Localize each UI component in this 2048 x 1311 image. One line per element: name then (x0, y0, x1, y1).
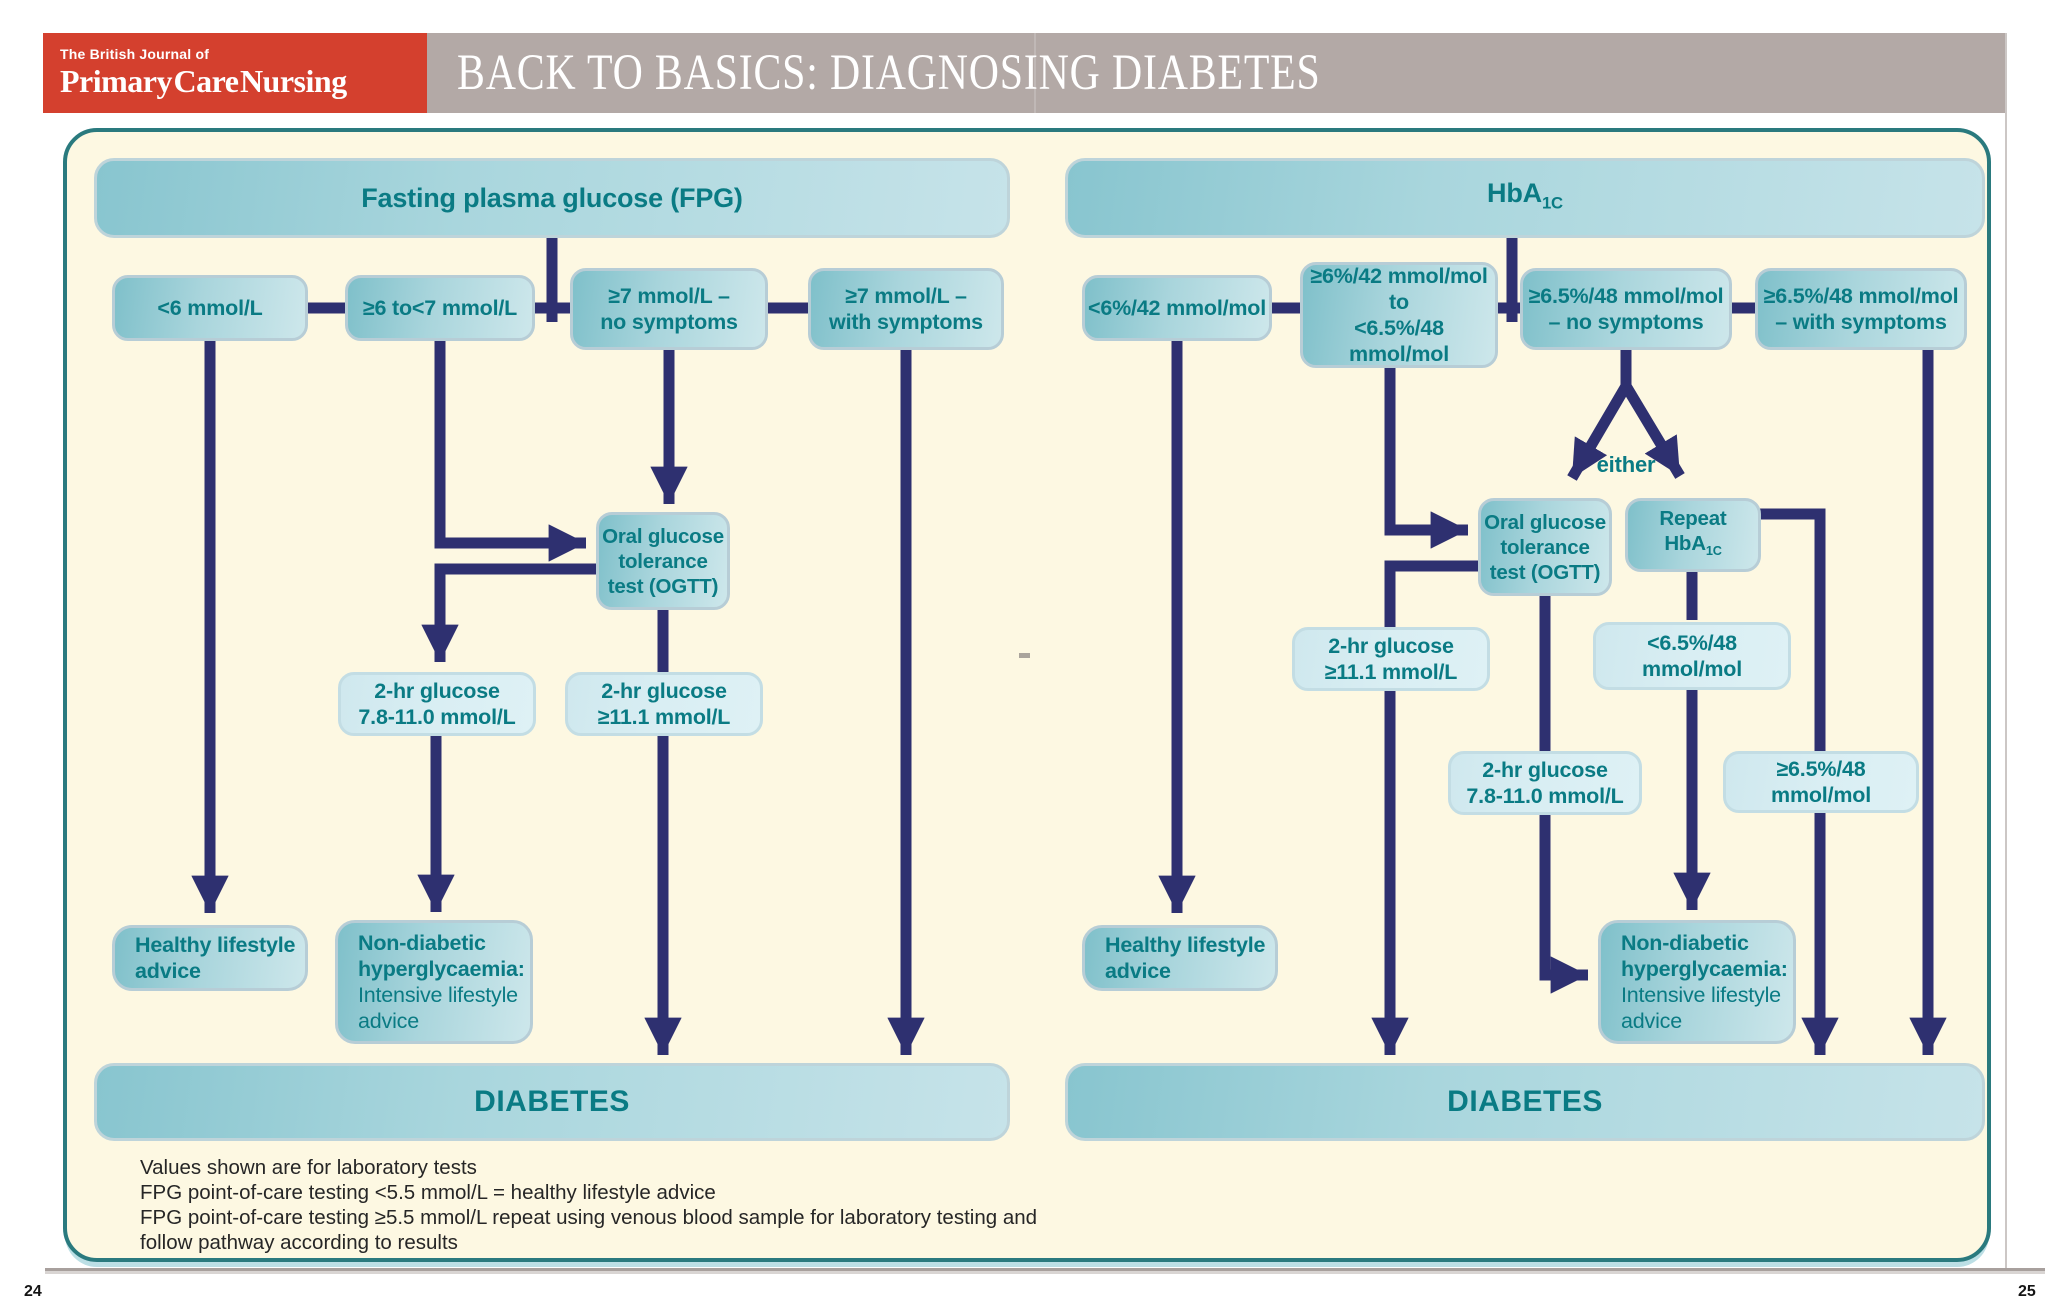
hba1c-non-diabetic-box: Non-diabetic hyperglycaemia: Intensive l… (1598, 920, 1796, 1044)
footnote-line-2: FPG point-of-care testing <5.5 mmol/L = … (140, 1181, 716, 1204)
fpg-over-7-no-symptoms-line2: no symptoms (600, 310, 738, 334)
fpg-2hr-7-8-11-line2: 7.8-11.0 mmol/L (358, 705, 516, 729)
fpg-2hr-7-8-11-line1: 2-hr glucose (374, 679, 500, 703)
hba1c-2hr-over-11-line1: 2-hr glucose (1328, 634, 1454, 658)
article-title: BACK TO BASICS: DIAGNOSING DIABETES (457, 45, 1321, 101)
fpg-6-to-7-label: ≥6 to<7 mmol/L (362, 296, 518, 320)
fpg-over-7-with-symptoms-line2: with symptoms (829, 310, 983, 334)
hba1c-over-6-5-with-symptoms-line1: ≥6.5%/48 mmol/mol (1763, 284, 1959, 308)
hba1c-ogtt-line1: Oral glucose (1484, 510, 1606, 534)
hba1c-under-6-label: <6%/42 mmol/mol (1087, 296, 1267, 320)
hba1c-healthy-line1: Healthy lifestyle (1105, 933, 1266, 957)
footnote-line-4: follow pathway according to results (140, 1231, 458, 1254)
fpg-over-7-no-symptoms-line1: ≥7 mmol/L – (608, 284, 730, 308)
fpg-2hr-over-11-box: 2-hr glucose ≥11.1 mmol/L (565, 672, 763, 736)
either-text: either (1596, 452, 1656, 477)
repeat-hba1c-main: HbA (1664, 532, 1706, 556)
hba1c-ogtt-line3: test (OGTT) (1489, 560, 1601, 584)
fpg-ogtt-line1: Oral glucose (602, 524, 724, 548)
fpg-2hr-over-11-line2: ≥11.1 mmol/L (597, 705, 731, 729)
fpg-under-6-label: <6 mmol/L (157, 296, 263, 320)
page-gutter-seam (1034, 33, 1036, 113)
hba1c-diabetes-bar: DIABETES (1065, 1063, 1985, 1141)
fpg-over-7-with-symptoms-line1: ≥7 mmol/L – (845, 284, 967, 308)
page-number-right: 25 (2018, 1283, 2036, 1300)
hba1c-6-to-6-5-box: ≥6%/42 mmol/mol to <6.5%/48 mmol/mol (1300, 262, 1498, 368)
hba1c-over-6-5-no-symptoms-line2: – no symptoms (1548, 310, 1704, 334)
hba1c-ogtt-box: Oral glucose tolerance test (OGTT) (1478, 498, 1612, 596)
fpg-over-7-no-symptoms-box: ≥7 mmol/L – no symptoms (570, 268, 768, 350)
fpg-healthy-lifestyle-box: Healthy lifestyle advice (112, 925, 308, 991)
hba1c-2hr-over-11-line2: ≥11.1 mmol/L (1324, 660, 1458, 684)
hba1c-2hr-7-8-11-line2: 7.8-11.0 mmol/L (1466, 784, 1624, 808)
footnote-line-3: FPG point-of-care testing ≥5.5 mmol/L re… (140, 1206, 1038, 1229)
hba1c-6-to-6-5-line1: ≥6%/42 mmol/mol (1310, 264, 1488, 288)
journal-tagline: The British Journal of (60, 46, 210, 62)
hba1c-chart-title: HbA1C (1487, 177, 1563, 216)
hba1c-non-diabetic-line2: hyperglycaemia: (1621, 957, 1788, 981)
fpg-2hr-over-11-line1: 2-hr glucose (601, 679, 727, 703)
hba1c-non-diabetic-line4: advice (1621, 1009, 1682, 1033)
hba1c-2hr-over-11-box: 2-hr glucose ≥11.1 mmol/L (1292, 627, 1490, 691)
page-edge-line (2005, 33, 2007, 1270)
hba1c-title-main: HbA (1487, 177, 1542, 208)
hba1c-repeat-over-6-5-label: ≥6.5%/48 mmol/mol (1771, 757, 1871, 807)
fpg-under-6-box: <6 mmol/L (112, 275, 308, 341)
repeat-hba1c-line1: Repeat (1659, 507, 1727, 531)
fpg-diabetes-label: DIABETES (474, 1085, 630, 1118)
hba1c-healthy-lifestyle-box: Healthy lifestyle advice (1082, 925, 1278, 991)
page-number-left: 24 (24, 1283, 42, 1300)
hba1c-over-6-5-with-symptoms-box: ≥6.5%/48 mmol/mol – with symptoms (1755, 268, 1967, 350)
hba1c-over-6-5-with-symptoms-line2: – with symptoms (1775, 310, 1947, 334)
fpg-non-diabetic-line2: hyperglycaemia: (358, 957, 525, 981)
hba1c-under-6-box: <6%/42 mmol/mol (1082, 275, 1272, 341)
fpg-healthy-line1: Healthy lifestyle (135, 933, 296, 957)
hba1c-non-diabetic-line1: Non-diabetic (1621, 931, 1749, 955)
page-gutter-dash (1019, 653, 1030, 658)
fpg-over-7-with-symptoms-box: ≥7 mmol/L – with symptoms (808, 268, 1004, 350)
fpg-non-diabetic-line1: Non-diabetic (358, 931, 486, 955)
hba1c-diabetes-label: DIABETES (1447, 1085, 1603, 1118)
hba1c-ogtt-line2: tolerance (1500, 535, 1590, 559)
hba1c-2hr-7-8-11-line1: 2-hr glucose (1482, 758, 1608, 782)
article-title-bar: BACK TO BASICS: DIAGNOSING DIABETES (427, 33, 2005, 113)
journal-logo: The British Journal of Primary Care Nurs… (43, 33, 427, 113)
hba1c-chart-header: HbA1C (1065, 158, 1985, 238)
hba1c-healthy-line2: advice (1105, 959, 1171, 983)
fpg-2hr-7-8-11-box: 2-hr glucose 7.8-11.0 mmol/L (338, 672, 536, 736)
hba1c-repeat-under-6-5-label: <6.5%/48 mmol/mol (1642, 631, 1742, 681)
hba1c-repeat-over-6-5-box: ≥6.5%/48 mmol/mol (1723, 751, 1919, 813)
fpg-non-diabetic-line4: advice (358, 1009, 419, 1033)
hba1c-2hr-7-8-11-box: 2-hr glucose 7.8-11.0 mmol/L (1448, 751, 1642, 815)
fpg-chart-header: Fasting plasma glucose (FPG) (94, 158, 1010, 238)
repeat-hba1c-box: Repeat HbA1C (1625, 498, 1761, 572)
fpg-non-diabetic-line3: Intensive lifestyle (358, 983, 518, 1007)
repeat-hba1c-line2: HbA1C (1664, 531, 1722, 563)
footnote-line-1: Values shown are for laboratory tests (140, 1156, 477, 1179)
hba1c-non-diabetic-line3: Intensive lifestyle (1621, 983, 1781, 1007)
hba1c-6-to-6-5-line3: <6.5%/48 mmol/mol (1349, 316, 1449, 366)
fpg-ogtt-line2: tolerance (618, 549, 708, 573)
fpg-ogtt-box: Oral glucose tolerance test (OGTT) (596, 512, 730, 610)
journal-name: Primary Care Nursing (60, 63, 347, 99)
hba1c-title-sub: 1C (1541, 193, 1563, 213)
fpg-non-diabetic-box: Non-diabetic hyperglycaemia: Intensive l… (335, 920, 533, 1044)
fpg-ogtt-line3: test (OGTT) (607, 574, 719, 598)
hba1c-over-6-5-no-symptoms-line1: ≥6.5%/48 mmol/mol (1528, 284, 1724, 308)
hba1c-repeat-under-6-5-box: <6.5%/48 mmol/mol (1593, 622, 1791, 690)
fpg-6-to-7-box: ≥6 to<7 mmol/L (345, 275, 535, 341)
repeat-hba1c-sub: 1C (1705, 543, 1722, 559)
either-label: either (1584, 452, 1668, 478)
bottom-rule (45, 1268, 2045, 1271)
hba1c-6-to-6-5-line2: to (1389, 290, 1409, 314)
fpg-healthy-line2: advice (135, 959, 201, 983)
fpg-chart-title: Fasting plasma glucose (FPG) (361, 183, 743, 213)
fpg-diabetes-bar: DIABETES (94, 1063, 1010, 1141)
hba1c-over-6-5-no-symptoms-box: ≥6.5%/48 mmol/mol – no symptoms (1520, 268, 1732, 350)
